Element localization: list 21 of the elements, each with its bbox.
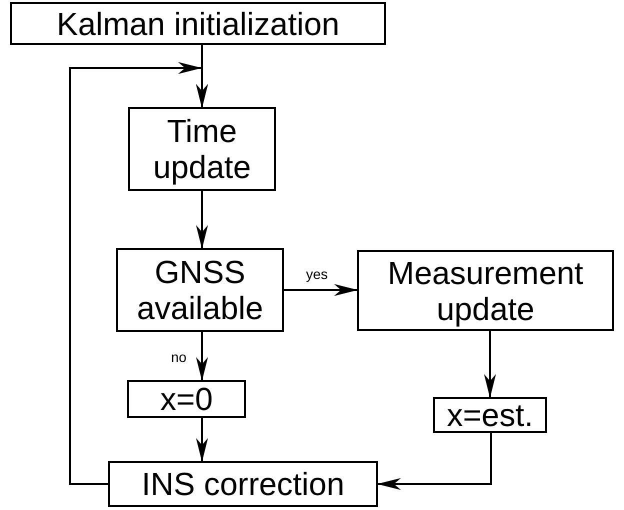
arrow xyxy=(196,332,208,381)
process-box xyxy=(10,2,386,45)
process-box xyxy=(127,380,246,418)
box-label: GNSS available xyxy=(136,254,264,326)
process-box xyxy=(108,461,378,507)
process-box xyxy=(357,250,614,331)
box-label: Time update xyxy=(152,113,252,185)
box-label: x=est. xyxy=(446,397,534,433)
arrow xyxy=(196,191,208,249)
arrow xyxy=(284,284,358,296)
arrow xyxy=(69,62,208,485)
arrow xyxy=(484,331,496,398)
box-label: Measurement update xyxy=(386,254,584,326)
process-box xyxy=(116,248,284,332)
box-label: x=0 xyxy=(160,381,213,417)
box-label: INS correction xyxy=(142,466,344,502)
process-box xyxy=(128,107,276,191)
process-box xyxy=(433,397,547,433)
arrow xyxy=(377,433,492,490)
arrow xyxy=(196,418,208,462)
box-label: Kalman initialization xyxy=(56,6,340,42)
